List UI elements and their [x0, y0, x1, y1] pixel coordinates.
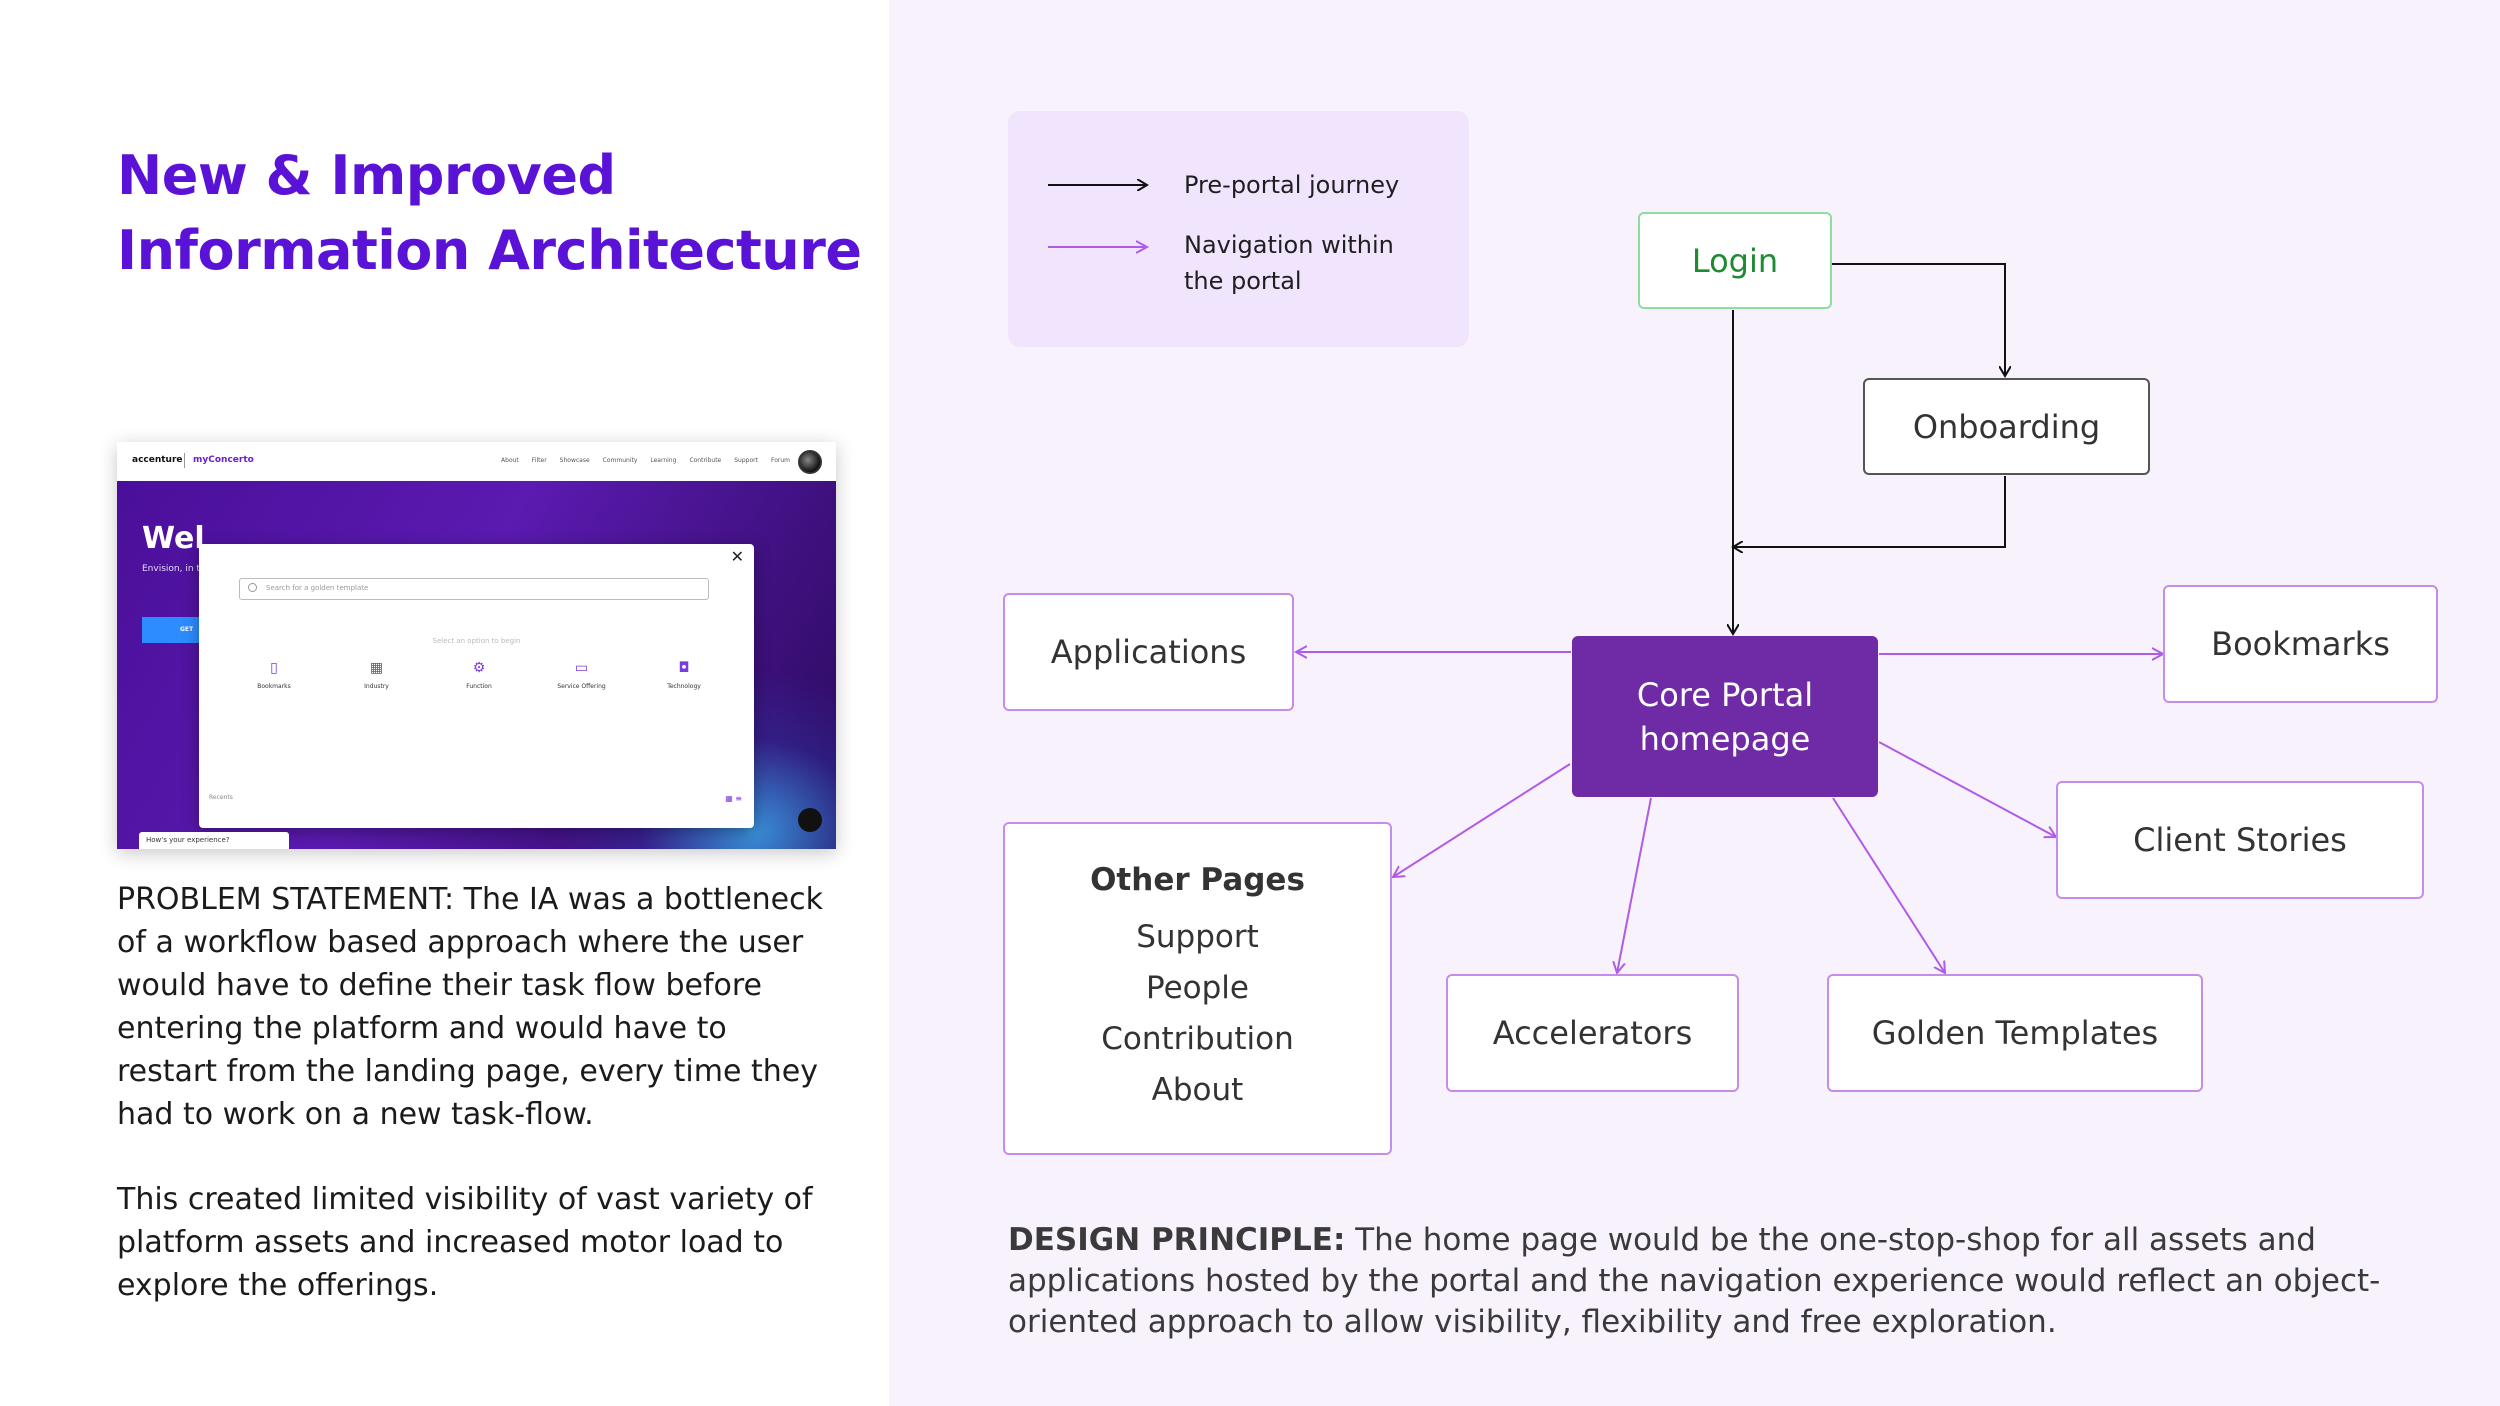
nav-item: Showcase	[559, 457, 590, 464]
product-name: myConcerto	[193, 455, 254, 465]
node-other-pages: Other Pages Support People Contribution …	[1003, 822, 1392, 1155]
other-page-item: About	[1151, 1071, 1244, 1108]
hero-title: Wel	[142, 521, 205, 556]
grid-view-icon: ▦ ≡	[725, 794, 742, 803]
nav-item: Community	[602, 457, 638, 464]
design-principle: DESIGN PRINCIPLE: The home page would be…	[1008, 1220, 2388, 1343]
modal-hint: Select an option to begin	[432, 637, 521, 645]
nav-item: Learning	[650, 457, 677, 464]
brand-divider	[184, 453, 185, 468]
feedback-tab: How's your experience?	[139, 832, 289, 849]
portal-screenshot: accenture myConcerto About Filter Showca…	[117, 442, 836, 849]
briefcase-icon: ▭	[574, 660, 589, 676]
node-other-pages-title: Other Pages	[1090, 861, 1305, 898]
option-list: ▯ Bookmarks ▦ Industry ⚙ Function ▭ Serv…	[229, 659, 729, 690]
legend-pre-portal-label: Pre-portal journey	[1184, 171, 1400, 199]
option-technology: ◘ Technology	[639, 659, 729, 690]
hero-subtitle: Envision, in transformat myConcerto	[142, 564, 202, 574]
node-golden-templates-label: Golden Templates	[1871, 1014, 2159, 1052]
edge-core-golden-templates	[1832, 797, 1945, 973]
node-onboarding-label: Onboarding	[1912, 407, 2101, 446]
node-bookmarks: Bookmarks	[2163, 585, 2438, 703]
get-started-button: GET	[142, 617, 202, 643]
gear-icon: ⚙	[472, 660, 486, 676]
nav-item: Forum	[770, 457, 790, 464]
option-function: ⚙ Function	[434, 659, 524, 690]
problem-paragraph-2: This created limited visibility of vast …	[117, 1182, 813, 1303]
brand-logo: accenture	[132, 455, 183, 465]
node-applications: Applications	[1003, 593, 1294, 711]
page-title: New & Improved Information Architecture	[117, 138, 862, 288]
legend: Pre-portal journey Navigation within the…	[1008, 111, 1469, 347]
other-page-item: Contribution	[1101, 1020, 1294, 1057]
title-line-1: New & Improved	[117, 144, 616, 207]
screenshot-header: accenture myConcerto About Filter Showca…	[117, 442, 836, 481]
node-bookmarks-label: Bookmarks	[2211, 625, 2390, 663]
chip-icon: ◘	[678, 660, 690, 676]
close-icon: ✕	[730, 547, 744, 566]
screenshot-nav: About Filter Showcase Community Learning…	[501, 457, 790, 464]
edge-onboarding-core	[1733, 476, 2006, 547]
node-applications-label: Applications	[1050, 633, 1247, 671]
node-core-label-2: homepage	[1639, 719, 1811, 758]
edge-login-onboarding	[1832, 263, 2005, 376]
nav-item: Contribute	[689, 457, 722, 464]
node-accelerators: Accelerators	[1446, 974, 1739, 1092]
factory-icon: ▦	[369, 660, 384, 676]
nav-item: Support	[734, 457, 758, 464]
node-golden-templates: Golden Templates	[1827, 974, 2203, 1092]
legend-navigation-label-2: the portal	[1184, 267, 1302, 295]
legend-navigation-label-1: Navigation within	[1184, 231, 1394, 259]
option-bookmarks: ▯ Bookmarks	[229, 659, 319, 690]
node-client-stories: Client Stories	[2056, 781, 2424, 899]
search-modal: ✕ Search for a golden template Select an…	[199, 544, 754, 828]
option-label: Bookmarks	[257, 683, 291, 690]
option-service-offering: ▭ Service Offering	[537, 659, 627, 690]
option-label: Service Offering	[557, 683, 606, 690]
nav-item: Filter	[531, 457, 547, 464]
option-label: Technology	[667, 683, 701, 690]
edge-core-accelerators	[1617, 797, 1652, 973]
problem-statement: PROBLEM STATEMENT: The IA was a bottlene…	[117, 878, 827, 1307]
screenshot-hero: Wel Envision, in transformat myConcerto …	[117, 481, 836, 849]
design-principle-label: DESIGN PRINCIPLE:	[1008, 1222, 1346, 1258]
chat-icon	[798, 808, 822, 832]
other-page-item: People	[1146, 969, 1249, 1006]
node-core-portal: Core Portal homepage	[1572, 636, 1878, 797]
node-client-stories-label: Client Stories	[2133, 821, 2347, 859]
problem-paragraph-1: PROBLEM STATEMENT: The IA was a bottlene…	[117, 882, 823, 1132]
edge-core-other-pages	[1393, 763, 1571, 877]
node-accelerators-label: Accelerators	[1492, 1014, 1693, 1052]
node-login-label: Login	[1691, 241, 1779, 280]
avatar	[798, 450, 822, 474]
search-input: Search for a golden template	[239, 578, 709, 600]
search-placeholder: Search for a golden template	[266, 584, 369, 592]
bookmark-icon: ▯	[270, 660, 278, 676]
left-panel: New & Improved Information Architecture …	[0, 0, 889, 1406]
node-login: Login	[1638, 212, 1832, 309]
recents-label: Recents	[209, 794, 233, 801]
option-industry: ▦ Industry	[332, 659, 422, 690]
search-icon	[248, 583, 257, 592]
node-onboarding: Onboarding	[1863, 378, 2150, 475]
node-core-label-1: Core Portal	[1636, 675, 1814, 714]
nav-item: About	[501, 457, 519, 464]
title-line-2: Information Architecture	[117, 219, 862, 282]
option-label: Industry	[364, 683, 389, 690]
edge-core-client-stories	[1878, 741, 2056, 837]
other-page-item: Support	[1136, 918, 1259, 955]
design-principle-text: The home page would be the one-stop-shop…	[1008, 1222, 2381, 1340]
option-label: Function	[466, 683, 492, 690]
